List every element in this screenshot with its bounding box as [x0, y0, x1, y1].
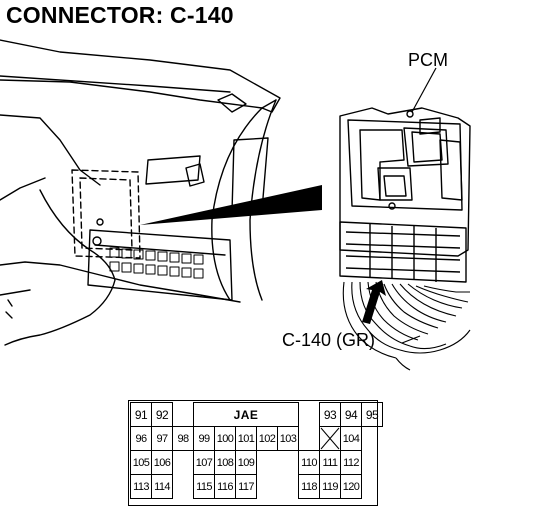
pin-cell: 99: [193, 426, 215, 451]
pin-cell: 92: [151, 402, 173, 427]
pin-cell: 119: [319, 474, 341, 499]
pin-cell: 116: [214, 474, 236, 499]
connector-face-table: 91 92 JAE 93 94 95 96 97 98 99 100 101 1…: [130, 402, 383, 499]
empty-cell: [173, 475, 194, 499]
pin-cell: 106: [151, 450, 173, 475]
pin-cell: 110: [298, 450, 320, 475]
pin-cell: 117: [235, 474, 257, 499]
pin-cell: 107: [193, 450, 215, 475]
pin-cell: 111: [319, 450, 341, 475]
pcm-label: PCM: [408, 50, 448, 70]
pcm-leader: [411, 67, 437, 113]
dashboard-outline: [0, 39, 281, 113]
hand-outline: [4, 189, 116, 346]
pin-cell: 100: [214, 426, 236, 451]
pin-cell: 112: [340, 450, 362, 475]
unused-pin-x-icon: [320, 427, 340, 450]
pin-cell: 113: [130, 474, 152, 499]
pin-cell: 98: [172, 426, 194, 451]
empty-cell: [173, 403, 194, 427]
access-panel-dashed: [71, 169, 141, 259]
pin-cell: 101: [235, 426, 257, 451]
pin-cell: 102: [256, 426, 278, 451]
page-title: CONNECTOR: C-140: [6, 2, 234, 28]
pin-cell: 95: [361, 402, 383, 427]
pcm-location-illustration: [0, 39, 471, 371]
pin-cell: 103: [277, 426, 299, 451]
empty-cell: [173, 451, 194, 475]
pin-cell: 108: [214, 450, 236, 475]
pin-cell: 97: [151, 426, 173, 451]
table-row: 113 114 115 116 117 118 119 120: [130, 474, 383, 499]
table-row: 91 92 JAE 93 94 95: [130, 402, 383, 427]
side-trim: [211, 107, 263, 301]
table-row: 96 97 98 99 100 101 102 103 104: [130, 426, 383, 451]
pin-cell: 115: [193, 474, 215, 499]
housing-label: JAE: [193, 402, 299, 427]
pin-cell: 94: [340, 402, 362, 427]
empty-cell: [257, 451, 278, 475]
pin-cell: 105: [130, 450, 152, 475]
connector-label: C-140 (GR): [282, 330, 376, 350]
pin-cell: 118: [298, 474, 320, 499]
pin-cell: 104: [340, 426, 362, 451]
pin-cell: 91: [130, 402, 152, 427]
pin-cell: 120: [340, 474, 362, 499]
connector-leader: [401, 335, 421, 344]
pin-cell: 114: [151, 474, 173, 499]
unused-pin-cell: [319, 426, 341, 451]
table-row: 105 106 107 108 109 110 111 112: [130, 450, 383, 475]
empty-cell: [257, 475, 278, 499]
pin-cell: 96: [130, 426, 152, 451]
empty-cell: [299, 403, 320, 427]
dash-vent: [145, 155, 201, 185]
connector-arrow: [362, 280, 386, 324]
pcm-module: [339, 107, 471, 283]
pin-cell: 93: [319, 402, 341, 427]
empty-cell: [278, 451, 299, 475]
callout-beam: [140, 185, 322, 225]
empty-cell: [278, 475, 299, 499]
empty-cell: [299, 427, 320, 451]
pin-cell: 109: [235, 450, 257, 475]
wire-harness: [342, 281, 471, 371]
